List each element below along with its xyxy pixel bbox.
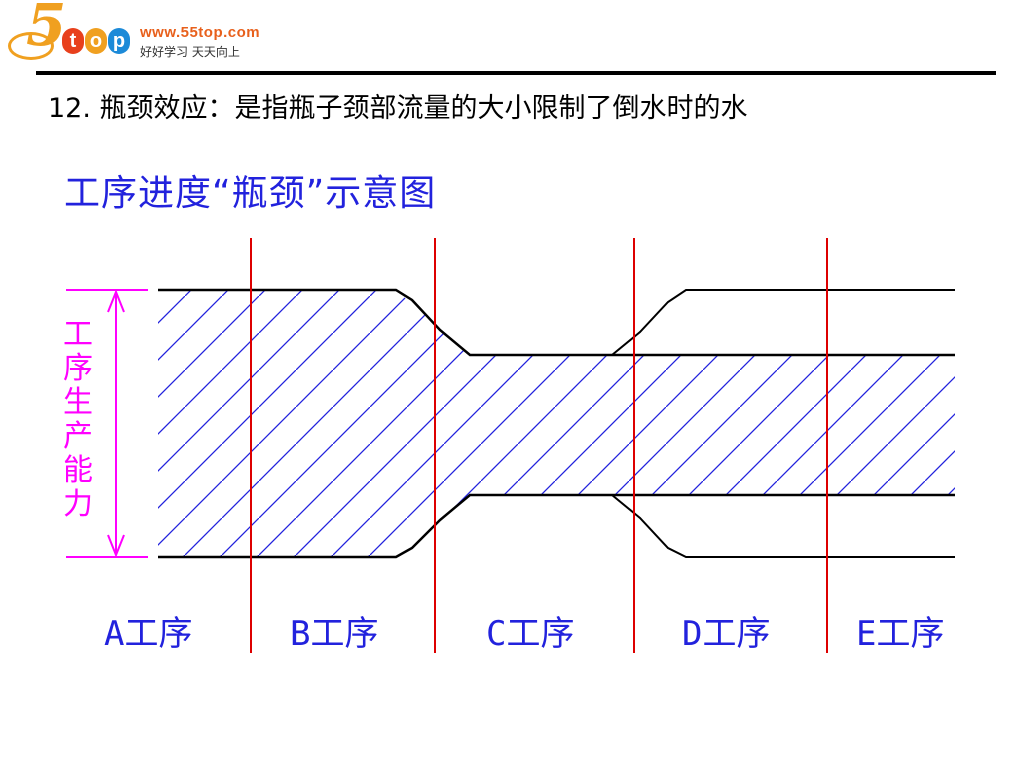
flow-hatch-area	[158, 290, 955, 557]
stage-label-e: E工序	[856, 614, 945, 654]
header-divider	[36, 71, 996, 75]
slide-heading: 12. 瓶颈效应：是指瓶子颈部流量的大小限制了倒水时的水	[48, 93, 748, 124]
logo-ring-icon	[8, 32, 54, 60]
logo-letter-t: t	[62, 28, 84, 54]
downstream-top-outline	[611, 289, 955, 356]
logo-slogan: 好好学习 天天向上	[140, 45, 240, 59]
logo-letter-o: o	[85, 28, 107, 54]
site-logo[interactable]: 5 t o p www.55top.com 好好学习 天天向上	[4, 0, 304, 66]
logo-top-word: t o p	[62, 28, 131, 54]
stage-label-b: B工序	[290, 614, 379, 654]
top-outline	[158, 288, 612, 357]
logo-letter-p: p	[108, 28, 130, 54]
stage-label-a: A工序	[104, 614, 193, 654]
capacity-label: 工序生产能力	[63, 317, 93, 522]
stage-label-c: C工序	[486, 614, 575, 654]
logo-url: www.55top.com	[140, 24, 261, 41]
bottom-outline	[158, 493, 955, 559]
diagram-title: 工序进度“瓶颈”示意图	[64, 173, 437, 214]
downstream-bottom-outline	[611, 494, 955, 558]
capacity-arrow	[66, 289, 148, 558]
logo-numeral: 5	[26, 0, 67, 59]
stage-label-d: D工序	[682, 614, 771, 654]
